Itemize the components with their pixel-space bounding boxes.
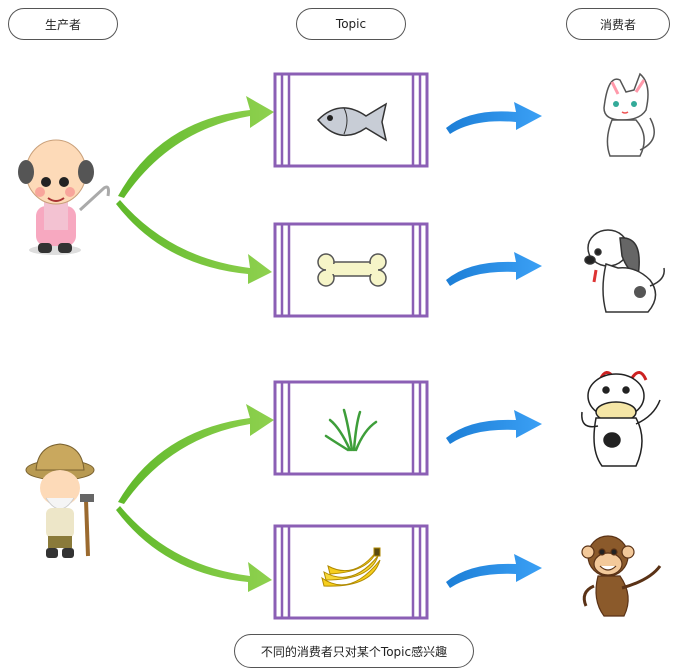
arrow-topic3-consumer3 bbox=[446, 410, 542, 444]
cat-icon bbox=[603, 72, 655, 157]
footer-note-text: 不同的消费者只对某个Topic感兴趣 bbox=[260, 644, 448, 659]
topic-box-1 bbox=[273, 72, 429, 168]
bald-man-with-cane-icon bbox=[18, 139, 110, 255]
banana-icon bbox=[321, 547, 381, 587]
grass-icon bbox=[324, 408, 378, 452]
topic-header: Topic bbox=[296, 8, 406, 40]
arrow-producer2-topic3 bbox=[118, 404, 274, 504]
topic-box-4 bbox=[273, 524, 429, 620]
consumer-header: 消费者 bbox=[566, 8, 670, 40]
fish-icon bbox=[316, 102, 388, 142]
arrow-producer1-topic2 bbox=[116, 200, 272, 284]
cow-icon bbox=[581, 371, 661, 467]
monkey-icon bbox=[581, 535, 662, 617]
arrow-producer1-topic1 bbox=[118, 96, 274, 198]
topic-box-3 bbox=[273, 380, 429, 476]
consumer-header-label: 消费者 bbox=[599, 17, 636, 32]
arrow-producer2-topic4 bbox=[116, 506, 272, 592]
topic-header-label: Topic bbox=[335, 17, 367, 31]
topic-box-2 bbox=[273, 222, 429, 318]
producer-header-label: 生产者 bbox=[44, 17, 81, 32]
arrow-topic4-consumer4 bbox=[446, 554, 542, 588]
arrow-topic1-consumer1 bbox=[446, 102, 542, 134]
topic-to-consumer-arrows bbox=[446, 102, 542, 588]
dog-icon bbox=[584, 229, 665, 313]
arrow-topic2-consumer2 bbox=[446, 252, 542, 286]
bone-icon bbox=[317, 253, 387, 287]
producer-to-topic-arrows bbox=[116, 96, 274, 592]
footer-note: 不同的消费者只对某个Topic感兴趣 bbox=[234, 634, 474, 668]
producer-header: 生产者 bbox=[8, 8, 118, 40]
farmer-with-hoe-icon bbox=[25, 443, 95, 558]
